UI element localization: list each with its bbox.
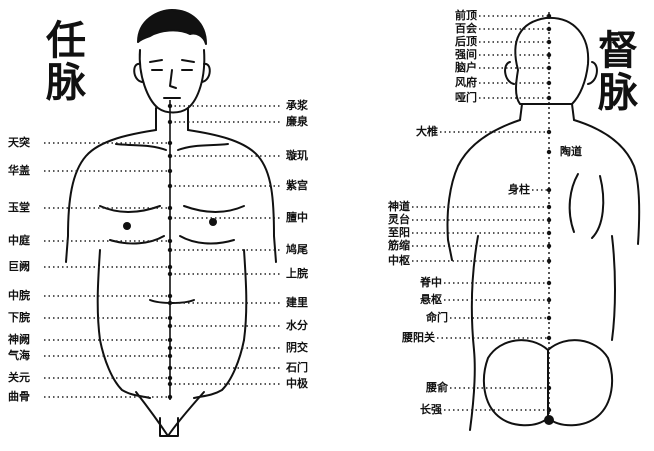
ren-label-16: 水分: [286, 320, 308, 332]
du-label-8: 大椎: [416, 126, 438, 138]
ren-label-20: 石门: [286, 362, 308, 374]
du-label-1: 前顶: [455, 10, 477, 22]
ren-mai-title-char-1: 任: [46, 20, 86, 62]
du-label-10: 身柱: [508, 184, 530, 196]
du-label-19: 腰阳关: [402, 332, 435, 344]
ren-label-17: 神阙: [8, 334, 30, 346]
du-label-11: 神道: [388, 201, 410, 213]
ren-label-2: 廉泉: [286, 116, 308, 128]
front-figure: [66, 10, 276, 436]
du-mai-title-char-2: 脉: [598, 72, 638, 114]
ren-label-14: 建里: [286, 297, 308, 309]
du-label-7: 哑门: [455, 92, 477, 104]
ren-label-22: 中极: [286, 378, 308, 390]
du-label-13: 至阳: [388, 227, 410, 239]
du-label-3: 后顶: [455, 36, 477, 48]
du-label-4: 强间: [455, 49, 477, 61]
ren-mai-title-char-2: 脉: [46, 62, 86, 104]
ren-label-11: 巨阙: [8, 261, 30, 273]
ren-label-9: 中庭: [8, 235, 30, 247]
ren-label-19: 气海: [8, 350, 30, 362]
back-head: [515, 18, 588, 104]
du-label-15: 中枢: [388, 255, 410, 267]
ren-label-15: 下脘: [8, 312, 30, 324]
du-mai-title: 督 脉: [598, 30, 638, 114]
ren-label-5: 华盖: [8, 165, 30, 177]
ren-label-10: 鸠尾: [286, 244, 308, 256]
du-label-5: 脑户: [455, 62, 477, 74]
ren-label-18: 阴交: [286, 342, 308, 354]
front-head: [140, 50, 205, 113]
du-label-21: 长强: [420, 404, 442, 416]
du-label-17: 悬枢: [420, 294, 442, 306]
ren-label-13: 中脘: [8, 290, 30, 302]
du-label-14: 筋缩: [388, 240, 410, 252]
ren-label-12: 上脘: [286, 268, 308, 280]
ren-label-6: 紫宫: [286, 180, 308, 192]
du-label-6: 风府: [455, 77, 477, 89]
ren-mai-title: 任 脉: [46, 20, 86, 104]
back-neck: [520, 104, 574, 120]
front-hair: [138, 10, 206, 44]
ren-label-23: 曲骨: [8, 391, 30, 403]
ren-label-7: 玉堂: [8, 202, 30, 214]
ren-label-1: 承浆: [286, 100, 308, 112]
ren-label-3: 天突: [8, 137, 30, 149]
du-label-2: 百会: [455, 23, 477, 35]
ren-label-4: 璇玑: [286, 150, 308, 162]
back-shoulder-right: [574, 120, 639, 244]
du-label-20: 腰俞: [426, 382, 448, 394]
du-label-9: 陶道: [560, 146, 582, 158]
du-mai-title-char-1: 督: [598, 30, 638, 72]
du-label-16: 脊中: [420, 277, 442, 289]
ren-label-21: 关元: [8, 372, 30, 384]
du-label-12: 灵台: [388, 214, 410, 226]
ren-label-8: 膻中: [286, 212, 308, 224]
du-label-18: 命门: [426, 312, 448, 324]
